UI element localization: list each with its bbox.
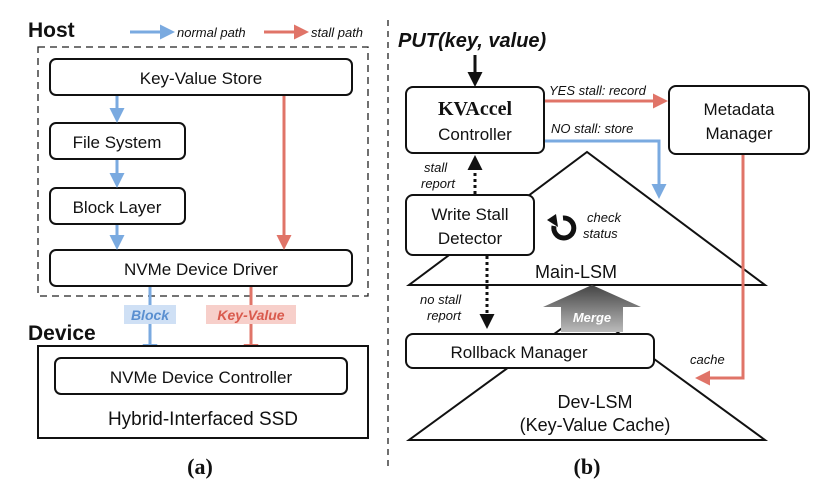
arrow-no-stall-store: [545, 139, 667, 199]
no-stall-report-label-1: no stall: [420, 292, 462, 307]
refresh-icon: [547, 214, 577, 241]
legend-stall-label: stall path: [311, 25, 363, 40]
legend-normal-label: normal path: [177, 25, 246, 40]
block-tag-bg: [124, 305, 176, 324]
rollback-manager-box: [405, 333, 655, 369]
arrow-cache: [695, 155, 745, 386]
block-layer-label: Block Layer: [73, 198, 162, 217]
dev-lsm-label: Dev-LSM: [557, 392, 632, 412]
dev-lsm-sub-label: (Key-Value Cache): [520, 415, 671, 435]
caption-b: (b): [574, 454, 601, 479]
kvaccel-controller-label: Controller: [438, 125, 512, 144]
main-lsm-label: Main-LSM: [535, 262, 617, 282]
block-tag: Block: [131, 307, 170, 323]
block-layer-box: [49, 187, 186, 225]
put-label: PUT(key, value): [398, 30, 547, 52]
caption-a: (a): [187, 454, 213, 479]
kv-store-box: [49, 58, 353, 96]
ssd-label: Hybrid-Interfaced SSD: [108, 409, 298, 430]
cache-label: cache: [690, 352, 725, 367]
host-boundary: [37, 46, 369, 297]
host-label: Host: [28, 19, 75, 42]
key-value-tag-bg: [206, 305, 296, 324]
write-stall-detector-box: [405, 194, 535, 256]
stall-report-label-1: stall: [424, 160, 448, 175]
rollback-manager-label: Rollback Manager: [450, 343, 587, 362]
write-stall-detector-line2: Detector: [438, 229, 503, 248]
nvme-driver-box: [49, 249, 353, 287]
panel-a: Host normal path stall path Key-Value St…: [28, 19, 369, 479]
merge-arrow: [543, 285, 641, 332]
no-stall-label: NO stall: store: [551, 121, 633, 136]
yes-stall-label: YES stall: record: [549, 83, 647, 98]
no-stall-report-label-2: report: [427, 308, 462, 323]
key-value-tag: Key-Value: [217, 307, 284, 323]
metadata-manager-line1: Metadata: [704, 100, 775, 119]
dev-lsm-triangle: [405, 308, 769, 441]
nvme-controller-box: [54, 357, 348, 395]
check-status-label-1: check: [587, 210, 622, 225]
kvaccel-controller-box: [405, 86, 545, 154]
metadata-manager-box: [668, 85, 810, 155]
device-label: Device: [28, 322, 96, 345]
stall-report-label-2: report: [421, 176, 456, 191]
check-status-label-2: status: [583, 226, 618, 241]
kvaccel-controller-title: KVAccel: [438, 98, 512, 120]
metadata-manager-line2: Manager: [705, 124, 772, 143]
file-system-box: [49, 122, 186, 160]
kv-store-label: Key-Value Store: [140, 69, 263, 88]
nvme-driver-label: NVMe Device Driver: [124, 260, 278, 279]
nvme-controller-label: NVMe Device Controller: [110, 368, 293, 387]
file-system-label: File System: [73, 133, 162, 152]
panel-b: PUT(key, value) Main-LSM Dev-LSM (Key-Va…: [398, 30, 810, 479]
merge-label: Merge: [573, 310, 611, 325]
write-stall-detector-line1: Write Stall: [431, 205, 508, 224]
